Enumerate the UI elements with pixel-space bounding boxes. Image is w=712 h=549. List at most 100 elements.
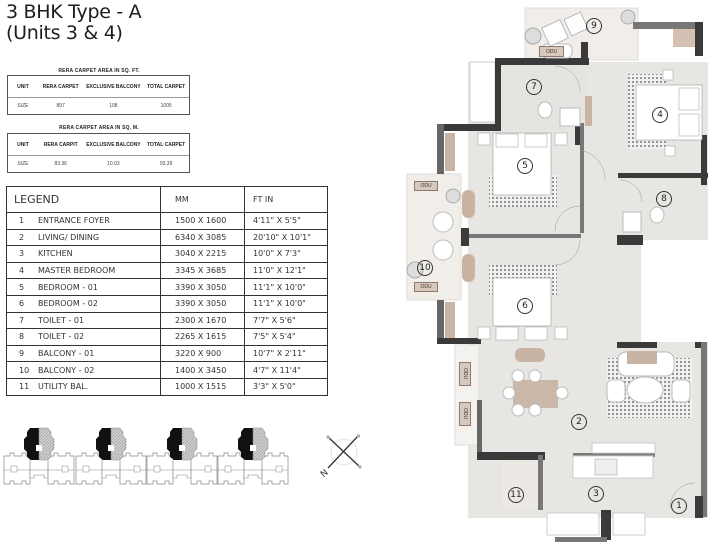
legend-title: LEGEND [14,193,60,206]
header-total: TOTAL CARPET [147,141,186,148]
legend-no: 6 [19,299,25,309]
legend-ftin: 4'7" X 11'4" [244,362,327,378]
page-title: 3 BHK Type - A (Units 3 & 4) [6,1,142,44]
legend-ftin: 3'3" X 5'0" [244,378,327,395]
legend-no: 2 [19,232,25,242]
room-number-11: 11 [508,487,524,503]
legend-name: BEDROOM - 01 [38,282,98,292]
legend-name: BALCONY - 01 [38,349,95,359]
header-total: TOTAL CARPET [147,83,186,90]
odu-unit: ODU [539,46,564,57]
cell-balcony: 108 [109,103,118,109]
header-unit: UNIT [17,83,29,90]
legend-name: TOILET - 01 [38,315,85,325]
odu-unit: ODU [459,362,471,386]
header-unit: UNIT [17,141,29,148]
room-number-1: 1 [671,498,687,514]
legend-no: 11 [19,382,30,392]
legend-mm: 2300 X 1670 [160,312,244,329]
area-sqft-row: SIZE 897 108 1005 [8,98,189,114]
legend-table: LEGEND MM FT IN 1 ENTRANCE FOYER 1500 X 16… [6,186,328,396]
legend-ftin: 11'0" X 12'1" [244,262,327,279]
room-number-3: 3 [588,486,604,502]
legend-no: 7 [19,315,25,325]
legend-ftin: 11'1" X 10'0" [244,295,327,312]
odu-unit: ODU [414,282,438,292]
room-number-9: 9 [586,18,602,34]
title-line-1: 3 BHK Type - A [6,1,142,23]
legend-mm: 3390 X 3050 [160,295,244,312]
header-balcony: EXCLUSIVE BALCONY [86,83,141,90]
room-number-6: 6 [517,298,533,314]
odu-unit: ODU [459,402,471,426]
legend-name: MASTER BEDROOM [38,266,116,276]
cell-total: 1005 [160,103,172,109]
legend-col-ftin: FT IN [244,187,327,212]
room-number-2: 2 [571,414,587,430]
legend-name: LIVING/ DINING [38,232,100,242]
area-sqm-caption: RERA CARPET AREA IN SQ. M. [59,125,139,131]
area-sqft-header: UNIT RERA CARPET EXCLUSIVE BALCONY TOTAL… [8,76,189,98]
legend-mm: 1000 X 1515 [160,378,244,395]
legend-ftin: 11'1" X 10'0" [244,279,327,295]
cell-rera: 897 [56,103,65,109]
legend-ftin: 4'11" X 5'5" [244,213,327,229]
legend-no: 1 [19,216,25,226]
floor-plan-drawing [406,7,712,542]
legend-name: KITCHEN [38,249,73,259]
north-compass-icon: N [319,434,362,478]
legend-mm: 3345 X 3685 [160,262,244,279]
area-sqm-header: UNIT RERA CARPIT EXCLUSIVE BALCONY TOTAL… [8,134,189,156]
cell-balcony: 10.03 [107,161,120,167]
legend-mm: 3220 X 900 [160,345,244,362]
legend-name: BALCONY - 02 [38,365,95,375]
legend-ftin: 7'5" X 5'4" [244,329,327,345]
floor-plan: ODU ODU ODU ODU ODU 1 2 3 4 5 6 7 8 9 10… [395,0,712,549]
key-plan-diagram [3,427,289,485]
area-sqft-caption: RERA CARPET AREA IN SQ. FT. [58,68,140,74]
legend-ftin: 10'7" X 2'11" [244,345,327,362]
legend-no: 4 [19,266,25,276]
area-sqm-row: SIZE 83.36 10.03 93.39 [8,156,189,172]
header-rera: RERA CARPIT [43,141,78,148]
title-line-2: (Units 3 & 4) [6,22,123,44]
area-sqm-table: UNIT RERA CARPIT EXCLUSIVE BALCONY TOTAL… [7,133,190,173]
room-number-4: 4 [652,107,668,123]
compass-north-label: N [319,468,331,478]
legend-ftin: 7'7" X 5'6" [244,312,327,329]
legend-col-mm: MM [160,187,244,212]
area-sqft-table: UNIT RERA CARPET EXCLUSIVE BALCONY TOTAL… [7,75,190,115]
room-number-10: 10 [417,260,433,276]
legend-name: ENTRANCE FOYER [38,216,110,226]
room-number-5: 5 [517,158,533,174]
legend-mm: 3390 X 3050 [160,279,244,295]
legend-mm: 6340 X 3085 [160,229,244,246]
legend-name: TOILET - 02 [38,332,85,342]
cell-size: SIZE [17,103,29,109]
cell-size: SIZE [17,161,29,167]
legend-ftin: 10'0" X 7'3" [244,246,327,262]
legend-no: 5 [19,282,25,292]
legend-ftin: 20'10" X 10'1" [244,229,327,246]
legend-mm: 1500 X 1600 [160,213,244,229]
odu-unit: ODU [414,181,438,191]
legend-mm: 3040 X 2215 [160,246,244,262]
cell-rera: 83.36 [54,161,67,167]
legend-header: LEGEND MM FT IN [7,187,327,212]
header-balcony: EXCLUSIVE BALCONY [86,141,141,148]
room-number-7: 7 [526,79,542,95]
legend-no: 10 [19,365,30,375]
header-rera: RERA CARPET [42,83,79,90]
legend-name: UTILITY BAL. [38,382,89,392]
room-number-8: 8 [656,191,672,207]
